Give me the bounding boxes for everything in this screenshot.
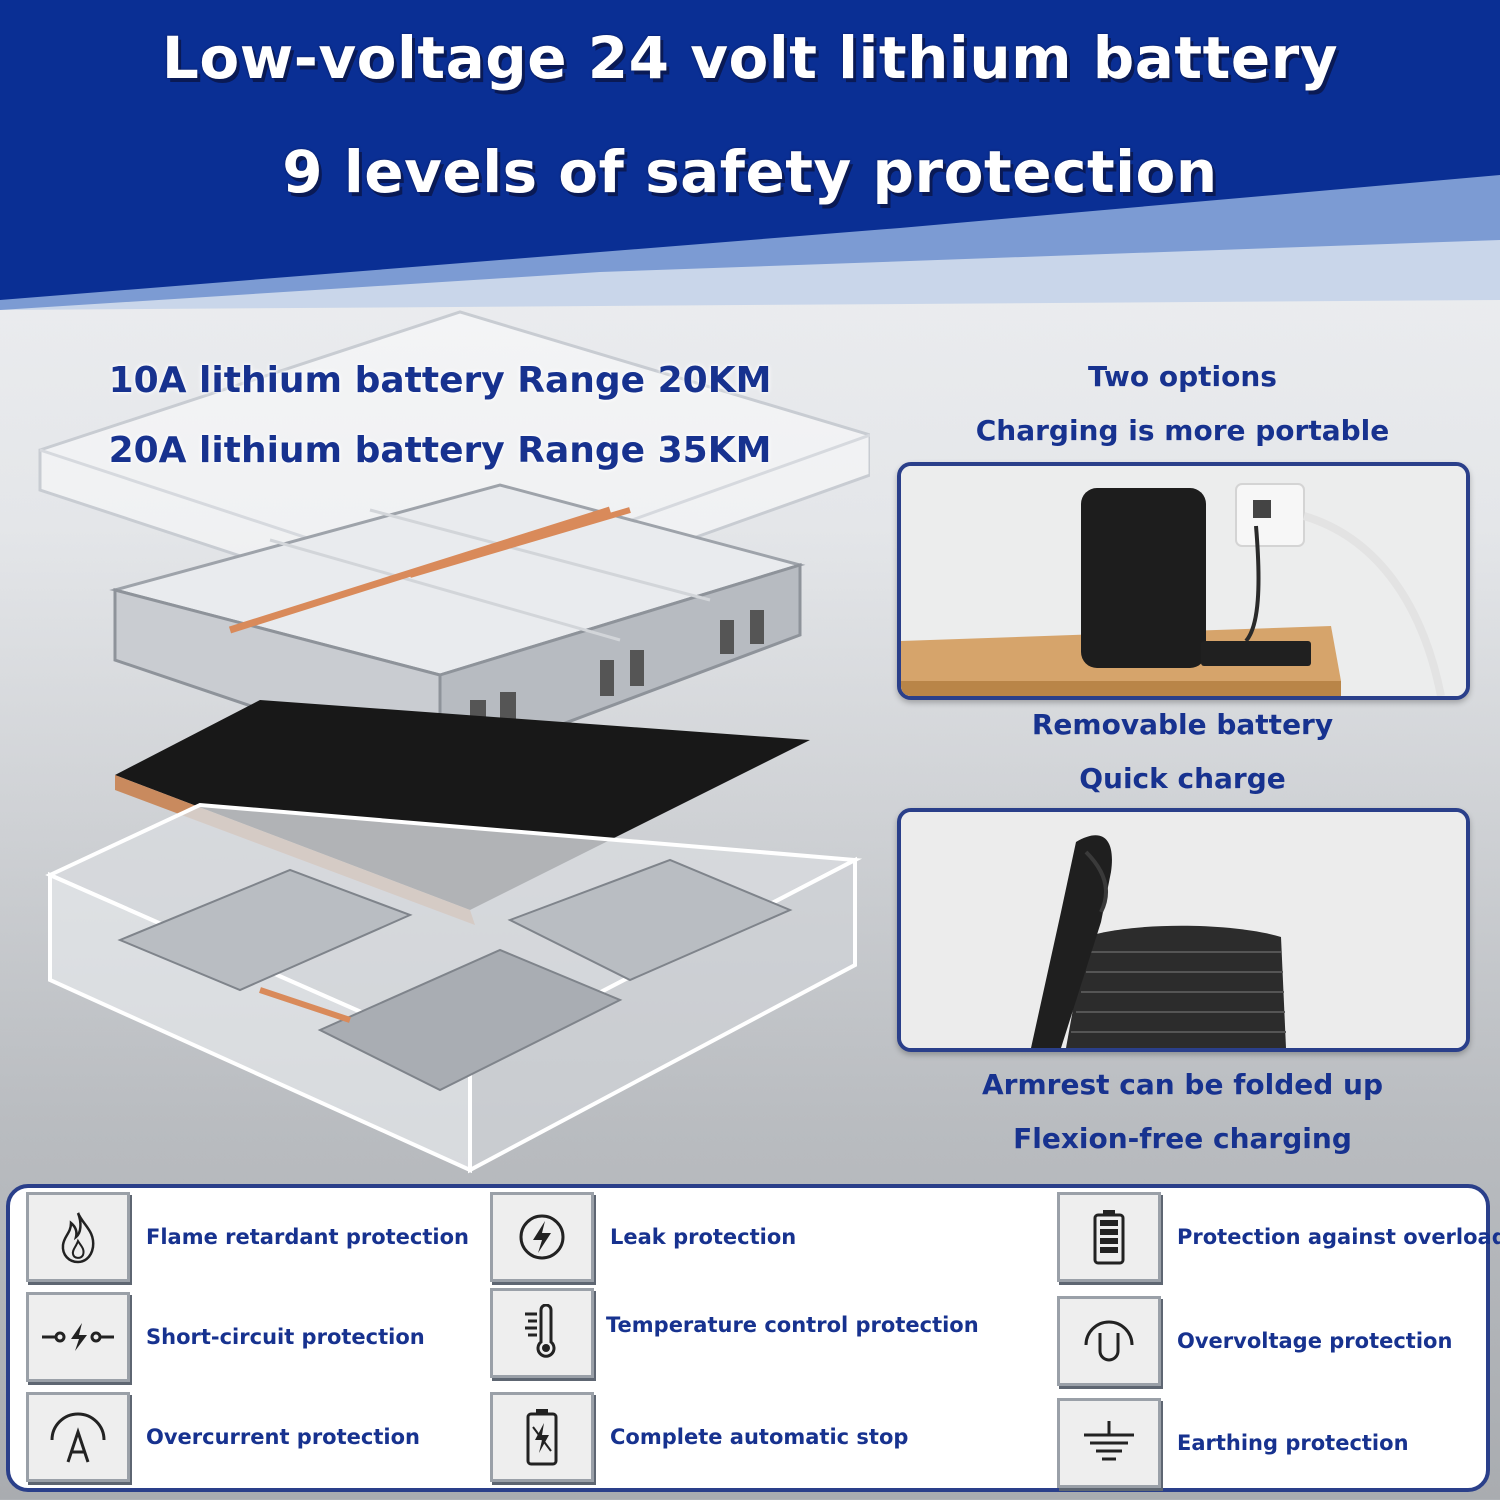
battery-level-icon <box>1093 1210 1125 1265</box>
feature-label: Temperature control protection <box>606 1313 979 1337</box>
feature-label: Overcurrent protection <box>146 1425 420 1449</box>
feature-label: Leak protection <box>610 1225 797 1249</box>
range-20a-text: 20A lithium battery Range 35KM <box>108 430 772 471</box>
ground-icon <box>1084 1421 1134 1461</box>
feature-label: Flame retardant protection <box>146 1225 469 1249</box>
caption-quick-charge: Quick charge <box>1079 762 1286 795</box>
caption-portable-charging: Charging is more portable <box>975 414 1390 447</box>
battery-exploded-illustration <box>38 310 870 1174</box>
battery-stop-icon <box>526 1409 558 1466</box>
feature-short-circuit: Short-circuit protection <box>26 1292 425 1382</box>
ammeter-icon <box>50 1412 106 1463</box>
feature-overload: Protection against overloads <box>1057 1192 1500 1282</box>
voltage-u-icon <box>1084 1320 1134 1362</box>
lightning-circle-icon <box>519 1214 565 1260</box>
caption-removable-battery: Removable battery <box>1031 708 1334 741</box>
battery-bottom-tray <box>45 802 863 1174</box>
circuit-icon <box>42 1323 114 1351</box>
title-line-1: Low-voltage 24 volt lithium battery <box>161 24 1339 92</box>
feature-leak: Leak protection <box>490 1192 796 1282</box>
feature-label: Earthing protection <box>1177 1431 1409 1455</box>
feature-label: Complete automatic stop <box>610 1425 909 1449</box>
feature-temperature: Temperature control protection <box>490 1288 979 1378</box>
caption-two-options: Two options <box>1088 360 1277 393</box>
thermometer-icon <box>525 1304 556 1358</box>
feature-label: Short-circuit protection <box>146 1325 425 1349</box>
feature-overvoltage: Overvoltage protection <box>1057 1296 1452 1386</box>
protection-features-panel: Flame retardant protection Leak protecti… <box>6 1184 1500 1492</box>
feature-automatic-stop: Complete automatic stop <box>490 1392 908 1482</box>
feature-label: Overvoltage protection <box>1177 1329 1453 1353</box>
header-banner: Low-voltage 24 volt lithium battery 9 le… <box>0 0 1500 320</box>
title-line-2: 9 levels of safety protection <box>282 138 1218 206</box>
charger-photo <box>897 462 1470 700</box>
feature-earthing: Earthing protection <box>1057 1398 1409 1488</box>
header-background <box>0 0 1500 310</box>
armrest-photo <box>897 808 1470 1052</box>
feature-label: Protection against overloads <box>1177 1225 1500 1249</box>
range-10a-text: 10A lithium battery Range 20KM <box>108 360 772 401</box>
feature-overcurrent: Overcurrent protection <box>26 1392 420 1482</box>
caption-flexion-free-charging: Flexion-free charging <box>1013 1122 1352 1155</box>
feature-flame-retardant: Flame retardant protection <box>26 1192 469 1282</box>
caption-armrest-folds: Armrest can be folded up <box>981 1068 1384 1101</box>
flame-icon <box>61 1212 95 1264</box>
